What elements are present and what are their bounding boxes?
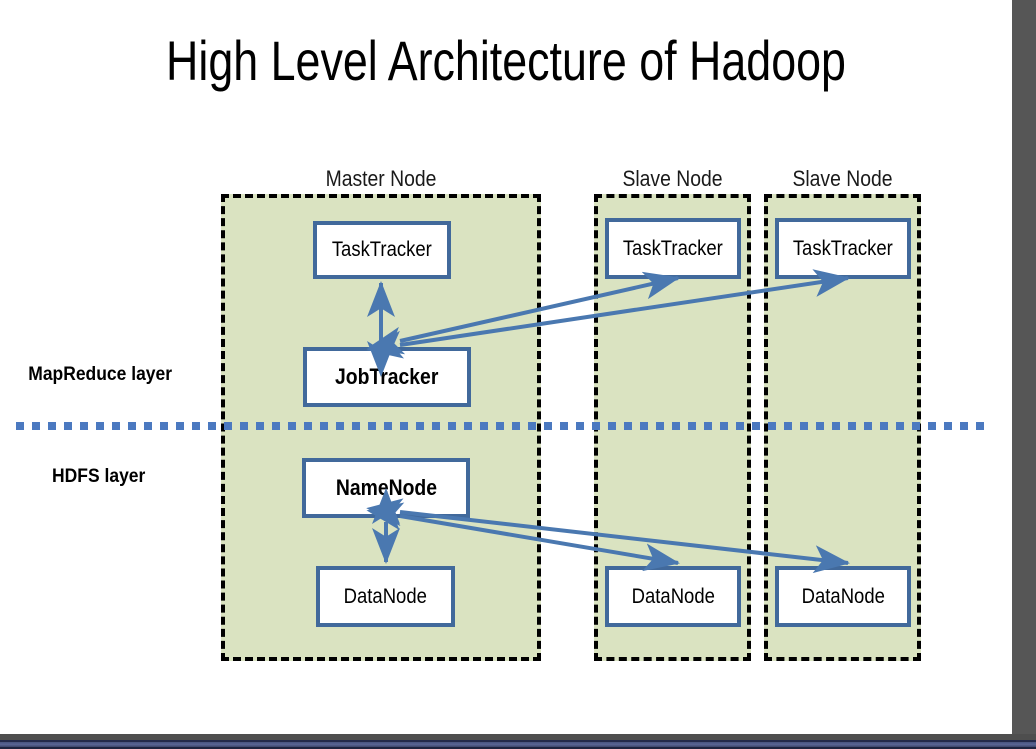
component-tasktracker-slave-2[interactable]: TaskTracker bbox=[775, 218, 911, 279]
layer-label-mapreduce: MapReduce layer bbox=[28, 364, 173, 385]
column-header-slave-node-1: Slave Node bbox=[622, 166, 723, 191]
component-namenode[interactable]: NameNode bbox=[302, 458, 470, 518]
component-label: DataNode bbox=[801, 584, 885, 608]
bottom-decorative-bars bbox=[0, 734, 1036, 749]
bottom-bar-navy-bottom bbox=[0, 747, 1036, 749]
component-datanode-slave-1[interactable]: DataNode bbox=[605, 566, 741, 627]
layer-divider-dotted-line bbox=[16, 422, 990, 430]
component-datanode-slave-2[interactable]: DataNode bbox=[775, 566, 911, 627]
slide-canvas: High Level Architecture of Hadoop Master… bbox=[16, 29, 990, 661]
right-edge-strip bbox=[1012, 0, 1036, 734]
component-label: DataNode bbox=[343, 584, 428, 608]
layer-label-hdfs: HDFS layer bbox=[52, 466, 146, 487]
component-jobtracker[interactable]: JobTracker bbox=[303, 347, 471, 407]
column-header-master-node: Master Node bbox=[325, 166, 437, 191]
component-tasktracker-slave-1[interactable]: TaskTracker bbox=[605, 218, 741, 279]
component-label: TaskTracker bbox=[623, 236, 723, 260]
component-tasktracker-master[interactable]: TaskTracker bbox=[313, 221, 451, 279]
bottom-bar-navy-top bbox=[0, 740, 1036, 742]
component-label: DataNode bbox=[631, 584, 715, 608]
column-header-slave-node-2: Slave Node bbox=[792, 166, 893, 191]
page-title: High Level Architecture of Hadoop bbox=[166, 29, 846, 92]
component-label: TaskTracker bbox=[793, 236, 893, 260]
component-label: TaskTracker bbox=[332, 238, 432, 261]
component-datanode-master[interactable]: DataNode bbox=[316, 566, 455, 627]
component-label: JobTracker bbox=[335, 364, 439, 389]
bottom-bar-gray bbox=[0, 734, 1036, 740]
bottom-bar-blue bbox=[0, 742, 1036, 747]
component-label: NameNode bbox=[335, 475, 437, 500]
